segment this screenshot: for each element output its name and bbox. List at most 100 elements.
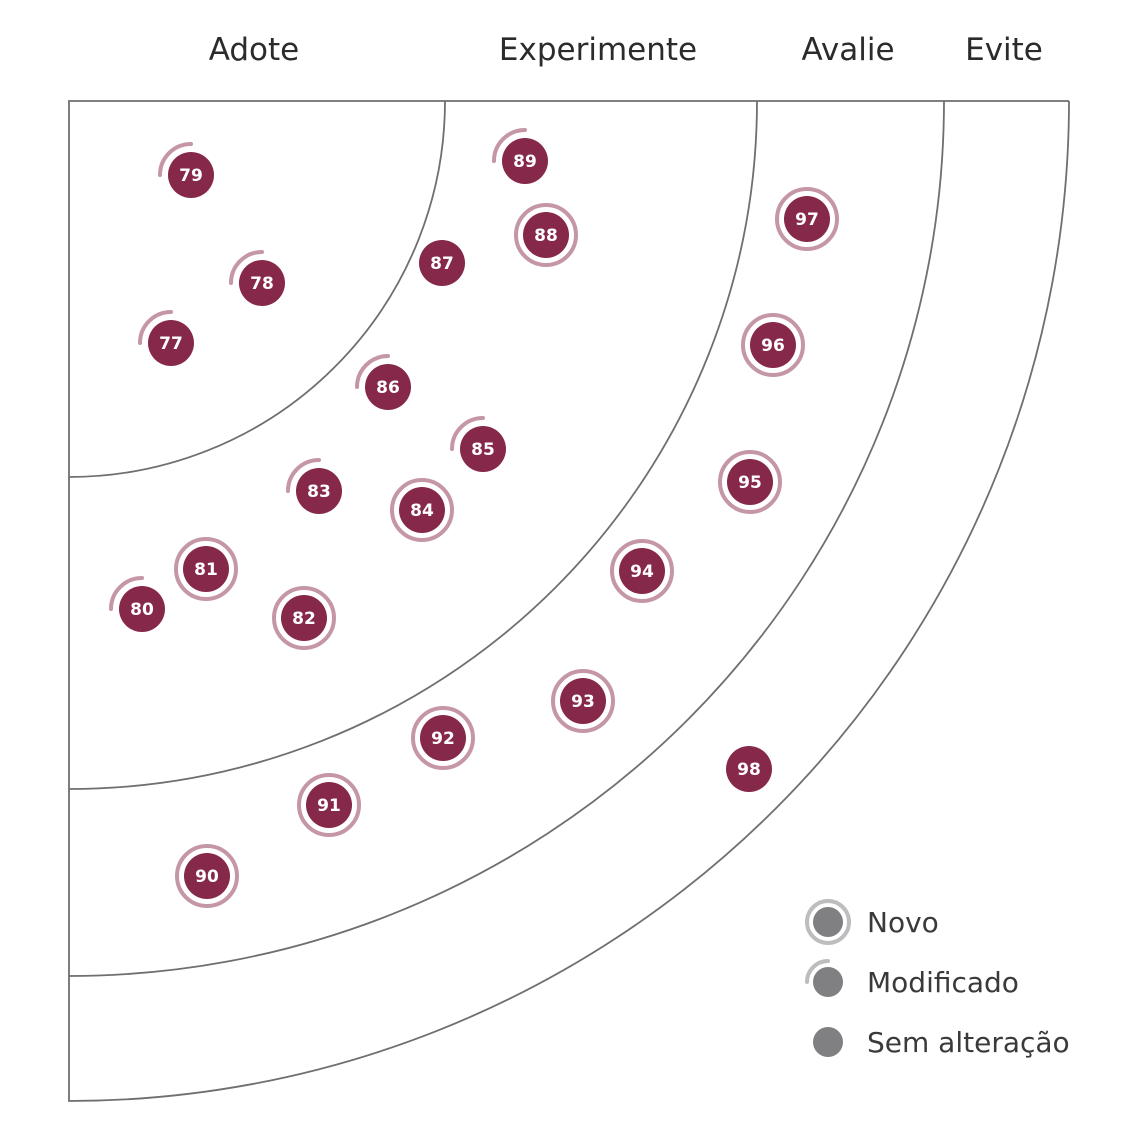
blip-dot <box>183 546 229 592</box>
blip-new-ring <box>297 773 361 837</box>
legend-modified-dot <box>813 967 843 997</box>
blip-dot <box>726 746 772 792</box>
legend-modified-arc <box>805 959 830 984</box>
blip-79[interactable]: 79 <box>158 142 214 198</box>
legend-new-dot <box>813 907 843 937</box>
blip-dot <box>148 320 194 366</box>
blip-number: 80 <box>130 600 154 620</box>
blip-81[interactable]: 81 <box>174 537 238 601</box>
blip-dot <box>560 678 606 724</box>
blip-83[interactable]: 83 <box>286 458 342 514</box>
legend-item-modified: Modificado <box>805 959 1019 999</box>
blip-layer: 77 78 79 80 81 82 83 84 85 86 87 88 89 90 91 92 93 94 95 96… <box>109 128 839 908</box>
blip-dot <box>119 586 165 632</box>
blip-dot <box>502 138 548 184</box>
blip-new-ring <box>272 586 336 650</box>
blip-modified-arc <box>109 576 144 611</box>
blip-number: 89 <box>513 152 537 172</box>
legend-modified-label: Modificado <box>867 966 1019 999</box>
blip-92[interactable]: 92 <box>411 706 475 770</box>
blip-78[interactable]: 78 <box>229 250 285 306</box>
blip-88[interactable]: 88 <box>514 203 578 267</box>
blip-dot <box>306 782 352 828</box>
blip-new-ring <box>741 313 805 377</box>
blip-dot <box>296 468 342 514</box>
blip-87[interactable]: 87 <box>419 240 465 286</box>
legend: Novo Modificado Sem alteração <box>805 899 1070 1059</box>
legend-new-ring <box>805 899 851 945</box>
blip-new-ring <box>174 537 238 601</box>
blip-new-ring <box>175 844 239 908</box>
blip-number: 85 <box>471 440 495 460</box>
blip-89[interactable]: 89 <box>492 128 548 184</box>
blip-dot <box>419 240 465 286</box>
blip-97[interactable]: 97 <box>775 187 839 251</box>
blip-85[interactable]: 85 <box>450 416 506 472</box>
blip-91[interactable]: 91 <box>297 773 361 837</box>
blip-dot <box>784 196 830 242</box>
blip-new-ring <box>775 187 839 251</box>
blip-number: 96 <box>761 336 785 356</box>
blip-number: 91 <box>317 796 341 816</box>
blip-number: 93 <box>571 692 595 712</box>
blip-dot <box>750 322 796 368</box>
blip-dot <box>365 364 411 410</box>
legend-item-new: Novo <box>805 899 939 945</box>
ring-label-avalie: Avalie <box>801 32 894 68</box>
legend-unchanged-dot <box>813 1027 843 1057</box>
radar-frame <box>68 100 1070 1102</box>
blip-number: 86 <box>376 378 400 398</box>
blip-new-ring <box>718 450 782 514</box>
blip-new-ring <box>551 669 615 733</box>
blip-number: 79 <box>179 166 203 186</box>
blip-number: 90 <box>195 867 219 887</box>
blip-dot <box>281 595 327 641</box>
legend-unchanged-label: Sem alteração <box>867 1026 1070 1059</box>
blip-number: 92 <box>431 729 455 749</box>
blip-new-ring <box>610 539 674 603</box>
blip-modified-arc <box>158 142 193 177</box>
blip-number: 77 <box>159 334 183 354</box>
blip-93[interactable]: 93 <box>551 669 615 733</box>
blip-dot <box>619 548 665 594</box>
blip-number: 97 <box>795 210 819 230</box>
blip-80[interactable]: 80 <box>109 576 165 632</box>
blip-dot <box>523 212 569 258</box>
blip-modified-arc <box>138 310 173 345</box>
blip-95[interactable]: 95 <box>718 450 782 514</box>
blip-number: 81 <box>194 560 218 580</box>
blip-94[interactable]: 94 <box>610 539 674 603</box>
ring-label-adote: Adote <box>209 32 300 68</box>
blip-modified-arc <box>286 458 321 493</box>
blip-dot <box>168 152 214 198</box>
blip-84[interactable]: 84 <box>390 478 454 542</box>
blip-number: 95 <box>738 473 762 493</box>
blip-86[interactable]: 86 <box>355 354 411 410</box>
legend-new-label: Novo <box>867 906 939 939</box>
blip-dot <box>184 853 230 899</box>
blip-number: 84 <box>410 501 434 521</box>
ring-boundary-adote <box>68 100 446 478</box>
blip-dot <box>239 260 285 306</box>
ring-label-evite: Evite <box>965 32 1043 68</box>
blip-90[interactable]: 90 <box>175 844 239 908</box>
blip-dot <box>420 715 466 761</box>
blip-new-ring <box>411 706 475 770</box>
blip-number: 87 <box>430 254 454 274</box>
blip-number: 94 <box>630 562 654 582</box>
blip-98[interactable]: 98 <box>726 746 772 792</box>
blip-modified-arc <box>229 250 264 285</box>
radar-quadrant-outline <box>68 100 1070 1102</box>
blip-number: 78 <box>250 274 274 294</box>
blip-number: 98 <box>737 760 761 780</box>
ring-boundary-experimente <box>68 100 758 790</box>
blip-dot <box>460 426 506 472</box>
blip-modified-arc <box>355 354 390 389</box>
blip-number: 82 <box>292 609 316 629</box>
blip-new-ring <box>514 203 578 267</box>
blip-96[interactable]: 96 <box>741 313 805 377</box>
blip-82[interactable]: 82 <box>272 586 336 650</box>
blip-77[interactable]: 77 <box>138 310 194 366</box>
ring-label-experimente: Experimente <box>499 32 697 68</box>
